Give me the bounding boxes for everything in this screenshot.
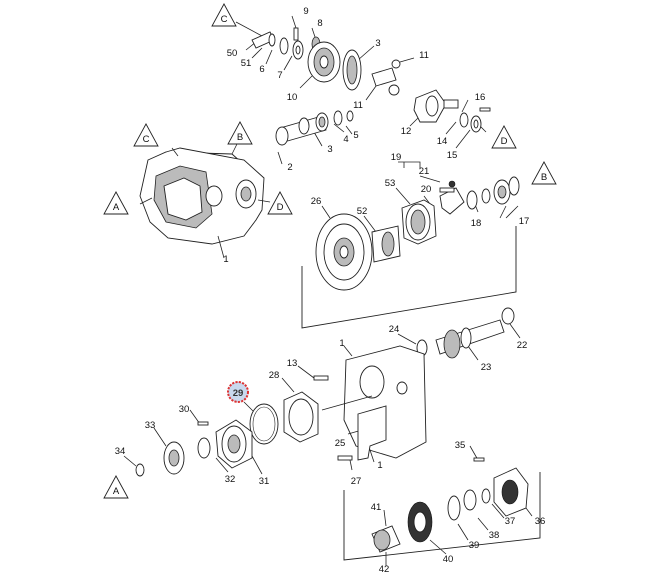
callout-41: 41 (371, 502, 382, 513)
o-ring-29 (243, 401, 279, 445)
differential-assembly (235, 15, 491, 149)
rear-output-assembly (343, 445, 541, 566)
callout-16: 16 (475, 92, 486, 103)
callout-40: 40 (443, 554, 454, 565)
callout-5: 5 (353, 130, 358, 141)
ref-b-right-letter: B (541, 172, 547, 183)
callout-32: 32 (225, 474, 236, 485)
callout-38: 38 (489, 530, 500, 541)
callout-34: 34 (115, 446, 126, 457)
callout-39: 39 (469, 540, 480, 551)
callout-3-mid: 3 (327, 144, 332, 155)
callout-52: 52 (357, 206, 368, 217)
ref-a-bottom-letter: A (113, 486, 120, 497)
callout-37: 37 (505, 516, 516, 527)
callout-27: 27 (351, 476, 362, 487)
output-shaft-assembly (275, 110, 354, 165)
callout-26: 26 (311, 196, 322, 207)
callout-7: 7 (277, 70, 282, 81)
callout-6: 6 (259, 64, 264, 75)
callout-20: 20 (421, 184, 432, 195)
callout-4: 4 (343, 134, 348, 145)
reference-markers (103, 3, 557, 499)
callout-11-b: 11 (353, 100, 363, 111)
callout-24: 24 (389, 324, 400, 335)
ref-b-left-letter: B (237, 132, 243, 143)
callout-1-plate: 1 (339, 338, 344, 349)
ref-c-left-letter: C (143, 134, 150, 145)
callout-21: 21 (419, 166, 430, 177)
ref-a-case-letter: A (113, 202, 120, 213)
callout-25: 25 (335, 438, 346, 449)
callout-12: 12 (401, 126, 412, 137)
drive-chain-assembly (301, 205, 517, 329)
ref-c-top-letter: C (221, 14, 228, 25)
callout-30: 30 (179, 404, 190, 415)
callout-2: 2 (287, 162, 292, 173)
callout-22: 22 (517, 340, 528, 351)
callout-15: 15 (447, 150, 458, 161)
callout-53: 53 (385, 178, 396, 189)
callout-13: 13 (287, 358, 298, 369)
callout-29-highlighted: 29 (233, 388, 244, 399)
front-drive-assembly (395, 161, 520, 245)
callout-17: 17 (519, 216, 530, 227)
callout-28: 28 (269, 370, 280, 381)
callout-3-top: 3 (375, 38, 380, 49)
callout-9: 9 (303, 6, 308, 17)
callout-14: 14 (437, 136, 448, 147)
callout-35: 35 (455, 440, 466, 451)
callout-19: 19 (391, 152, 402, 163)
input-shaft-assembly (397, 307, 521, 361)
callout-36: 36 (535, 516, 546, 527)
callout-1-case: 1 (223, 254, 228, 265)
bracket-assembly (321, 395, 387, 471)
highlight-circle-29 (227, 381, 249, 403)
callout-50: 50 (227, 48, 238, 59)
callout-23: 23 (481, 362, 492, 373)
callout-8: 8 (317, 18, 322, 29)
callout-42: 42 (379, 564, 390, 575)
transfer-case-housing (139, 141, 271, 259)
ref-d-right-letter: D (501, 136, 508, 147)
callout-1-bracket: 1 (377, 460, 382, 471)
callout-33: 33 (145, 420, 156, 431)
callout-31: 31 (259, 476, 270, 487)
rear-retainer-assembly (123, 409, 263, 477)
front-cover-assembly (281, 345, 427, 459)
callout-10: 10 (287, 92, 298, 103)
callout-51: 51 (241, 58, 252, 69)
callout-18: 18 (471, 218, 482, 229)
callout-11-a: 11 (419, 50, 429, 61)
ref-d-case-letter: D (277, 202, 284, 213)
